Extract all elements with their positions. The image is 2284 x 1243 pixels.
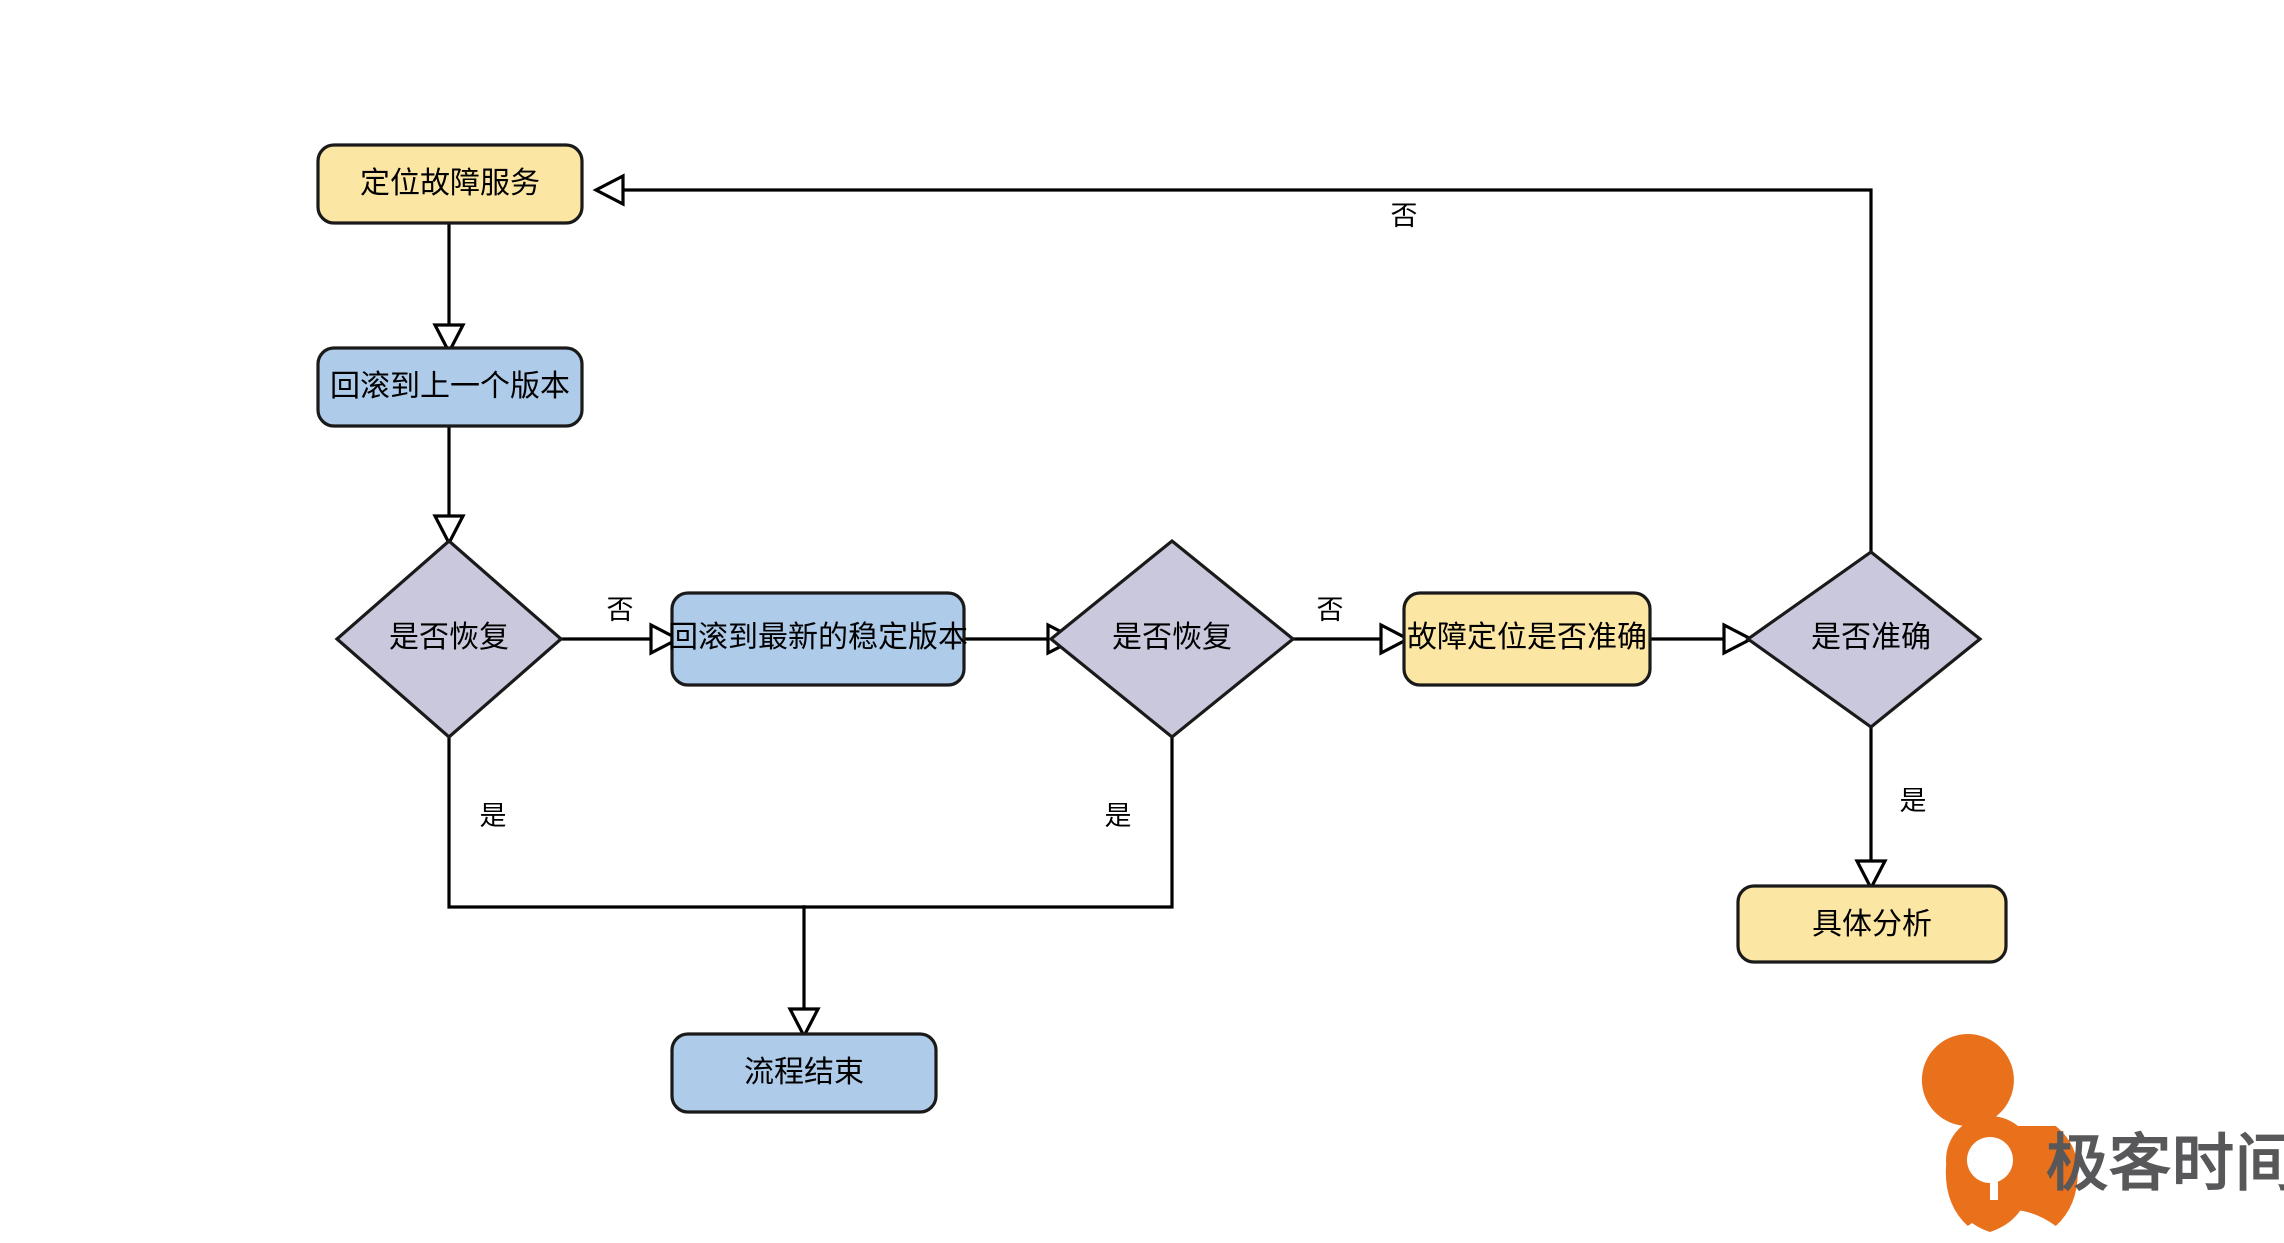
edge-line (616, 188, 1873, 555)
node-label: 定位故障服务 (360, 167, 540, 200)
edge-n5-n6: 否 (1291, 595, 1412, 656)
edge-merge-n9 (787, 905, 821, 1040)
location-pin-icon (1921, 1034, 2078, 1232)
node-locate-faulty-service[interactable]: 定位故障服务 (316, 143, 584, 225)
edge-label-no-2: 否 (1317, 595, 1344, 625)
node-label: 故障定位是否准确 (1407, 621, 1647, 654)
edge-group: 回滚到最新的稳定版本 --> 否 故障定位是否准确 --> 否 (432, 173, 1927, 1040)
brand-watermark: 极客时间 (1921, 1034, 2284, 1232)
node-process-end[interactable]: 流程结束 (670, 1032, 938, 1114)
node-label: 是否恢复 (389, 621, 509, 654)
node-shape-diamond[interactable] (334, 538, 564, 740)
node-rollback-previous-version[interactable]: 回滚到上一个版本 (316, 346, 584, 428)
node-shape-diamond[interactable] (1745, 549, 1983, 730)
brand-name: 极客时间 (2046, 1129, 2284, 1198)
pin-flag (1974, 1140, 1994, 1160)
edge-n1-n2 (432, 221, 466, 356)
node-label: 回滚到上一个版本 (330, 370, 570, 403)
edge-label-no-1: 否 (607, 595, 634, 625)
node-decision-recovered-1[interactable]: 是否恢复 (334, 538, 564, 740)
edge-n3-n4: 否 (559, 595, 682, 656)
arrow-head-icon (1379, 622, 1412, 656)
edge-n7-n8: 是 (1854, 725, 1927, 892)
pin-tail (1950, 1182, 2030, 1232)
edge-n2-n3 (432, 423, 466, 547)
arrow-head-icon (432, 323, 466, 356)
edge-label-yes-3: 是 (1900, 786, 1927, 816)
node-label: 回滚到最新的稳定版本 (668, 621, 968, 654)
edge-n3-n9: 是 (447, 735, 806, 909)
edge-line (802, 735, 1174, 909)
node-rollback-latest-stable-version[interactable]: 回滚到最新的稳定版本 (668, 591, 968, 687)
node-is-fault-location-accurate[interactable]: 故障定位是否准确 (1402, 591, 1652, 687)
node-shape-rounded-rect[interactable] (316, 143, 584, 225)
node-label: 是否恢复 (1112, 621, 1232, 654)
edge-n5-n9: 是 (802, 735, 1174, 909)
edge-n7-n1-loop: 否 (592, 173, 1873, 555)
node-detailed-analysis[interactable]: 具体分析 (1736, 884, 2008, 964)
edge-label-yes-2: 是 (1105, 801, 1132, 831)
node-decision-recovered-2[interactable]: 是否恢复 (1048, 538, 1296, 740)
edge-label-yes-1: 是 (480, 801, 507, 831)
node-shape-rounded-rect[interactable] (670, 1032, 938, 1114)
edge-label-no-3: 否 (1391, 201, 1418, 231)
arrow-head-icon (1854, 859, 1888, 892)
arrow-head-icon (592, 173, 625, 207)
node-label: 流程结束 (744, 1056, 864, 1089)
node-shape-rounded-rect[interactable] (1736, 884, 2008, 964)
arrow-head-icon (432, 514, 466, 547)
node-shape-rounded-rect[interactable] (1402, 591, 1652, 687)
arrow-head-icon (1722, 622, 1755, 656)
edge-n6-n7 (1648, 622, 1755, 656)
edge-line (447, 735, 806, 909)
arrow-head-icon (787, 1007, 821, 1040)
node-label: 具体分析 (1812, 908, 1932, 941)
node-decision-accurate[interactable]: 是否准确 (1745, 549, 1983, 730)
node-shape-rounded-rect[interactable] (316, 346, 584, 428)
arrow-head-icon (649, 622, 682, 656)
node-shape-diamond[interactable] (1048, 538, 1296, 740)
node-shape-rounded-rect[interactable] (670, 591, 966, 687)
node-label: 是否准确 (1811, 621, 1931, 654)
